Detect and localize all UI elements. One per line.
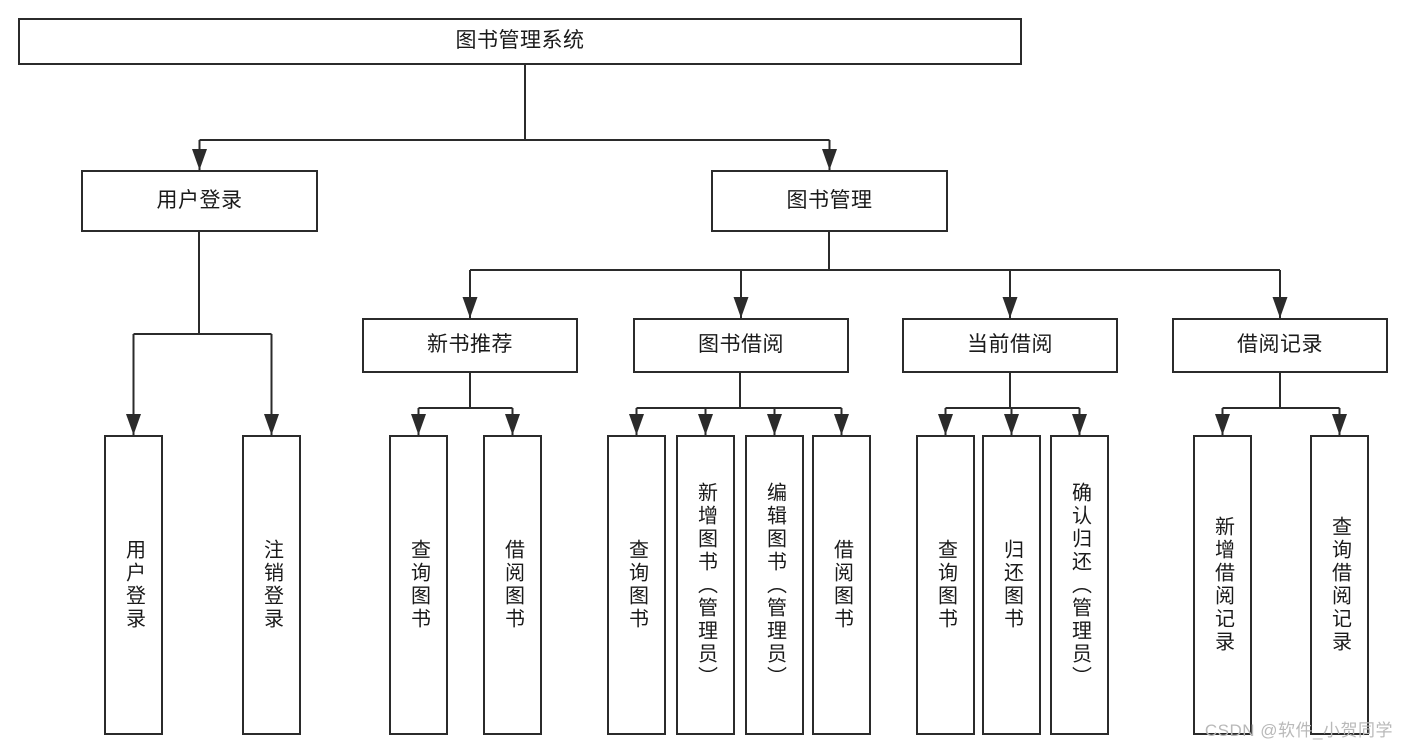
arrowhead <box>629 414 644 435</box>
node-label: 借阅图书 <box>830 539 853 631</box>
node-leaf-borrow-query[interactable]: 查询图书 <box>607 435 666 735</box>
arrowhead <box>411 414 426 435</box>
arrowhead <box>192 149 207 170</box>
node-leaf-borrow-lend[interactable]: 借阅图书 <box>812 435 871 735</box>
node-records[interactable]: 借阅记录 <box>1172 318 1388 373</box>
node-leaf-newbook-query[interactable]: 查询图书 <box>389 435 448 735</box>
node-label: 确认归还（管理员） <box>1068 481 1091 689</box>
arrowhead <box>1002 297 1018 318</box>
node-bookmgmt[interactable]: 图书管理 <box>711 170 948 232</box>
node-root[interactable]: 图书管理系统 <box>18 18 1022 65</box>
node-login[interactable]: 用户登录 <box>81 170 318 232</box>
node-label: 归还图书 <box>1000 539 1023 631</box>
node-leaf-user-logout[interactable]: 注销登录 <box>242 435 301 735</box>
node-leaf-newbook-borrow[interactable]: 借阅图书 <box>483 435 542 735</box>
node-label: 编辑图书（管理员） <box>763 481 786 689</box>
arrowhead <box>462 297 478 318</box>
arrowhead <box>822 149 837 170</box>
node-label: 用户登录 <box>122 539 145 631</box>
arrowhead <box>1272 297 1288 318</box>
arrowhead <box>733 297 749 318</box>
arrowhead <box>505 414 520 435</box>
arrowhead <box>126 414 141 435</box>
node-label: 图书管理系统 <box>455 29 585 53</box>
arrowhead <box>1332 414 1347 435</box>
node-label: 查询图书 <box>934 539 957 631</box>
arrowhead <box>767 414 782 435</box>
node-label: 查询借阅记录 <box>1328 516 1351 654</box>
arrowhead <box>834 414 849 435</box>
node-label: 新增借阅记录 <box>1211 516 1234 654</box>
node-leaf-user-login[interactable]: 用户登录 <box>104 435 163 735</box>
arrowhead <box>698 414 713 435</box>
node-current[interactable]: 当前借阅 <box>902 318 1118 373</box>
node-label: 查询图书 <box>625 539 648 631</box>
node-leaf-borrow-edit[interactable]: 编辑图书（管理员） <box>745 435 804 735</box>
node-leaf-current-confirm[interactable]: 确认归还（管理员） <box>1050 435 1109 735</box>
node-label: 用户登录 <box>156 188 243 212</box>
node-label: 借阅图书 <box>501 539 524 631</box>
node-label: 注销登录 <box>260 539 283 631</box>
node-label: 当前借阅 <box>967 333 1053 357</box>
node-label: 图书借阅 <box>698 333 784 357</box>
node-label: 新增图书（管理员） <box>694 481 717 689</box>
node-leaf-borrow-add[interactable]: 新增图书（管理员） <box>676 435 735 735</box>
node-label: 新书推荐 <box>427 333 513 357</box>
arrowhead <box>1215 414 1230 435</box>
node-label: 借阅记录 <box>1237 333 1323 357</box>
node-leaf-current-return[interactable]: 归还图书 <box>982 435 1041 735</box>
node-leaf-records-query[interactable]: 查询借阅记录 <box>1310 435 1369 735</box>
node-leaf-current-query[interactable]: 查询图书 <box>916 435 975 735</box>
watermark-text: CSDN @软件_小贺同学 <box>1204 721 1393 740</box>
node-newbook[interactable]: 新书推荐 <box>362 318 578 373</box>
arrowhead <box>1004 414 1019 435</box>
arrowhead <box>264 414 279 435</box>
node-label: 查询图书 <box>407 539 430 631</box>
arrowhead <box>938 414 953 435</box>
node-borrow[interactable]: 图书借阅 <box>633 318 849 373</box>
arrowhead <box>1072 414 1087 435</box>
node-label: 图书管理 <box>786 188 873 212</box>
node-leaf-records-add[interactable]: 新增借阅记录 <box>1193 435 1252 735</box>
